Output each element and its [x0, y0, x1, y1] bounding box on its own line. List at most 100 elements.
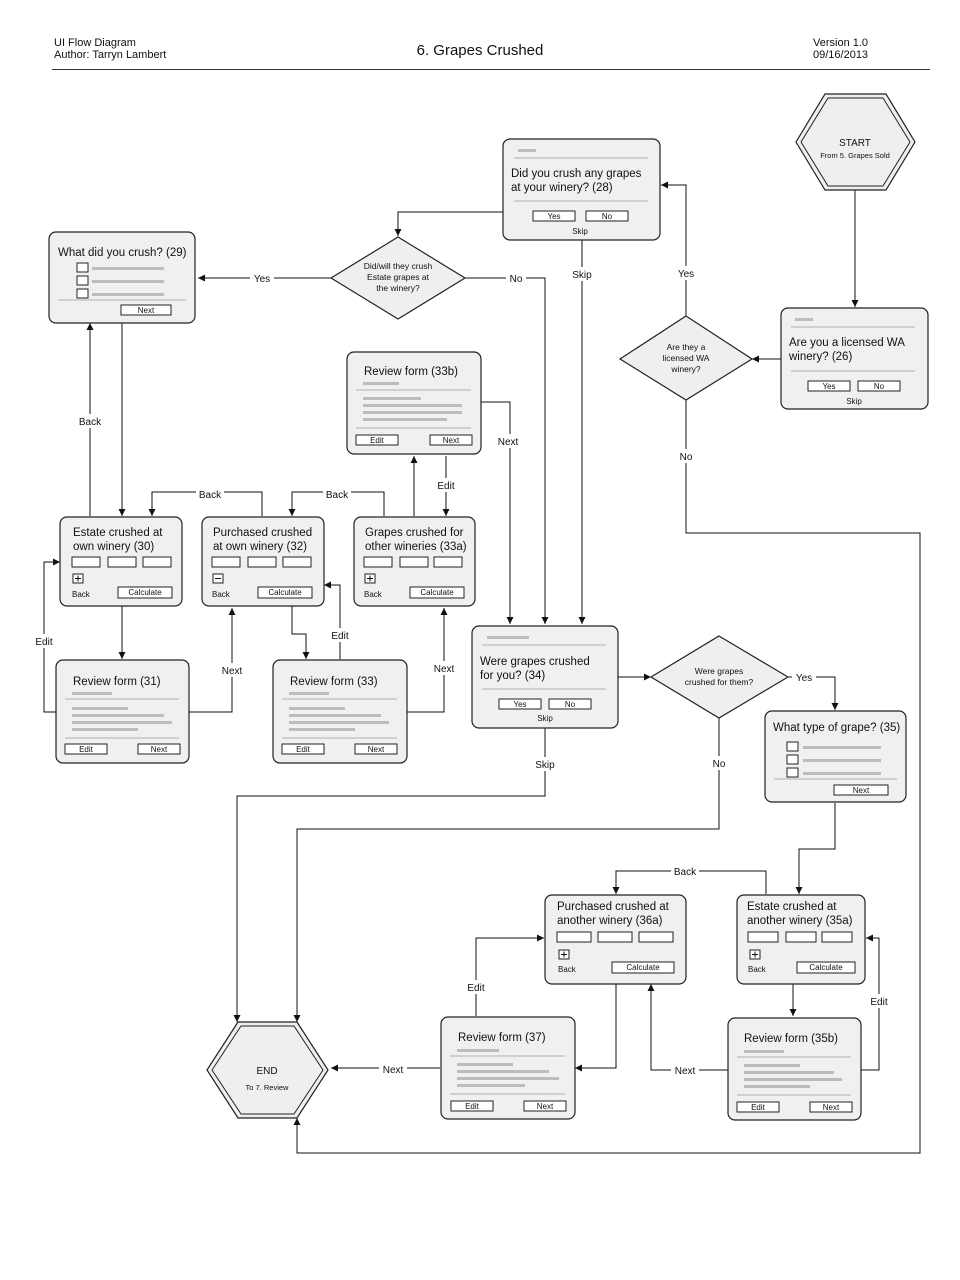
connector-s33b-next — [481, 401, 514, 624]
edge-label: Yes — [678, 269, 694, 280]
input-field[interactable] — [282, 556, 312, 568]
next-button[interactable] — [429, 434, 473, 446]
decision-text: the winery? — [376, 283, 420, 293]
connector-s33-edit — [324, 581, 341, 659]
back-link[interactable]: Back — [72, 590, 91, 599]
checkbox[interactable] — [786, 767, 799, 778]
next-button[interactable] — [354, 743, 398, 755]
connector-s32-to-s33 — [291, 606, 310, 659]
connector-for-them-no — [293, 718, 720, 1022]
calculate-button[interactable] — [117, 586, 173, 599]
connector-s34-skip — [233, 728, 546, 1022]
screen-33: Review form (33) Edit Next — [272, 659, 408, 764]
edge-label: Skip — [535, 760, 555, 771]
skip-link[interactable]: Skip — [537, 714, 553, 723]
screen-35b: Review form (35b) Edit Next — [727, 1017, 862, 1121]
plus-icon[interactable] — [72, 573, 84, 584]
plus-icon[interactable] — [558, 949, 570, 960]
edge-label: Edit — [331, 631, 348, 642]
input-field[interactable] — [71, 556, 101, 568]
back-link[interactable]: Back — [558, 965, 577, 974]
calculate-button[interactable] — [796, 961, 856, 974]
start-terminal: START From 5. Grapes Sold — [795, 93, 916, 191]
connector-estate-no — [465, 277, 549, 624]
yes-label: Yes — [822, 382, 835, 391]
yes-button[interactable] — [532, 210, 576, 222]
no-button[interactable] — [585, 210, 629, 222]
calculate-label: Calculate — [809, 963, 843, 972]
plus-icon[interactable] — [749, 949, 761, 960]
back-link[interactable]: Back — [212, 590, 231, 599]
input-field[interactable] — [821, 931, 853, 943]
edit-label: Edit — [465, 1102, 480, 1111]
screen-title: winery? (26) — [788, 351, 852, 363]
edge-label: Next — [434, 664, 455, 675]
edit-button[interactable] — [736, 1101, 780, 1113]
skip-link[interactable]: Skip — [846, 397, 862, 406]
checkbox[interactable] — [76, 275, 89, 286]
screen-title: own winery (30) — [73, 541, 154, 553]
checkbox[interactable] — [76, 262, 89, 273]
next-label: Next — [537, 1102, 554, 1111]
input-field[interactable] — [785, 931, 817, 943]
input-field[interactable] — [142, 556, 172, 568]
edit-label: Edit — [79, 745, 94, 754]
skip-link[interactable]: Skip — [572, 227, 588, 236]
decision-text: crushed for them? — [685, 677, 754, 687]
edge-label: No — [510, 274, 523, 285]
screen-title: Purchased crushed — [213, 527, 312, 539]
edge-label: Next — [383, 1065, 404, 1076]
input-field[interactable] — [363, 556, 393, 568]
next-button[interactable] — [833, 784, 889, 796]
screen-title: Purchased crushed at — [557, 901, 670, 913]
input-field[interactable] — [211, 556, 241, 568]
decision-text: Did/will they crush — [364, 261, 433, 271]
connector-s31-next — [189, 608, 236, 713]
next-button[interactable] — [120, 304, 172, 316]
screen-title: at your winery? (28) — [511, 182, 613, 194]
back-link[interactable]: Back — [748, 965, 767, 974]
next-button[interactable] — [523, 1100, 567, 1112]
yes-label: Yes — [513, 700, 526, 709]
input-field[interactable] — [399, 556, 429, 568]
input-field[interactable] — [247, 556, 277, 568]
edit-button[interactable] — [281, 743, 325, 755]
version-label: Version 1.0 — [813, 37, 869, 49]
input-field[interactable] — [107, 556, 137, 568]
calculate-button[interactable] — [611, 961, 675, 974]
edge-label: Back — [326, 490, 349, 501]
no-button[interactable] — [857, 380, 901, 392]
edit-button[interactable] — [450, 1100, 494, 1112]
next-button[interactable] — [809, 1101, 853, 1113]
screen-title: for you? (34) — [480, 670, 545, 682]
plus-icon[interactable] — [364, 573, 376, 584]
connector-licensed-no — [293, 400, 921, 1154]
next-button[interactable] — [137, 743, 181, 755]
checkbox[interactable] — [786, 754, 799, 765]
calculate-button[interactable] — [257, 586, 313, 599]
screen-title: another winery (36a) — [557, 915, 663, 927]
yes-button[interactable] — [498, 698, 542, 710]
input-field[interactable] — [747, 931, 779, 943]
edge-label: Yes — [796, 673, 812, 684]
decision-text: Are they a — [667, 342, 706, 352]
edit-button[interactable] — [64, 743, 108, 755]
input-field[interactable] — [597, 931, 633, 943]
yes-button[interactable] — [807, 380, 851, 392]
checkbox[interactable] — [76, 288, 89, 299]
end-terminal: END To 7. Review — [206, 1021, 329, 1119]
date-label: 09/16/2013 — [813, 49, 869, 61]
no-button[interactable] — [548, 698, 592, 710]
end-title: END — [256, 1066, 277, 1077]
checkbox[interactable] — [786, 741, 799, 752]
input-field[interactable] — [433, 556, 463, 568]
minus-icon[interactable] — [212, 573, 224, 584]
screen-title: at own winery (32) — [213, 541, 307, 553]
next-label: Next — [138, 306, 155, 315]
input-field[interactable] — [556, 931, 592, 943]
edit-button[interactable] — [355, 434, 399, 446]
input-field[interactable] — [638, 931, 674, 943]
calculate-button[interactable] — [409, 586, 465, 599]
back-link[interactable]: Back — [364, 590, 383, 599]
screen-33a: Grapes crushed for other wineries (33a) … — [353, 516, 476, 607]
